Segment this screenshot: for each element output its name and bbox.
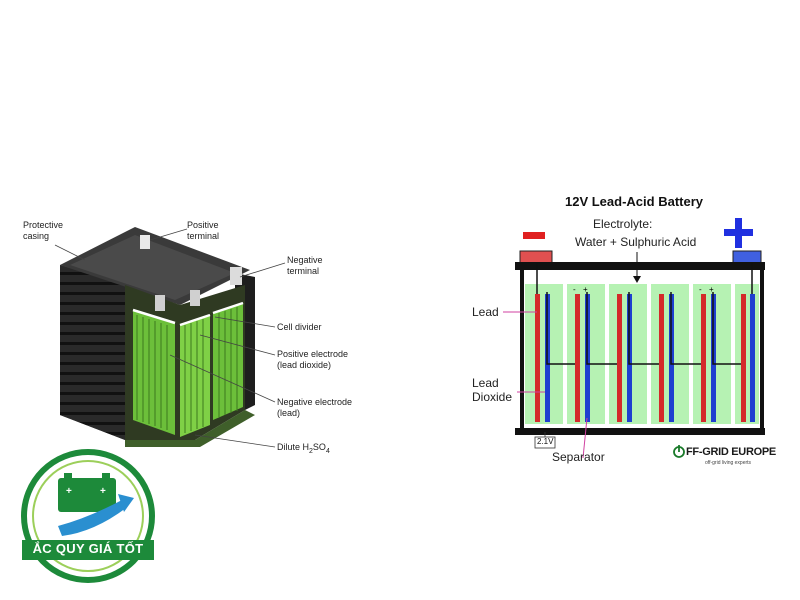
cell-voltage-label: 2.1V: [537, 437, 554, 446]
electrode-plates: [132, 301, 244, 437]
dilute-acid-sub1: 2: [309, 447, 313, 455]
lead-acid-schematic: 12V Lead-Acid Battery Electrolyte: Water…: [465, 188, 785, 478]
electrolyte-label-line2: Water + Sulphuric Acid: [575, 235, 697, 249]
negative-electrode-label: Negative electrode (lead): [277, 397, 352, 419]
minus-symbol: [523, 232, 545, 239]
battery-icon: [58, 478, 116, 512]
cell-divider-label: Cell divider: [277, 322, 322, 332]
dilute-acid-mid: SO: [312, 442, 326, 452]
company-logo: + + ẮC QUY GIÁ TỐT: [18, 448, 158, 588]
positive-electrode-label: Positive electrode (lead dioxide): [277, 349, 348, 371]
lead-dioxide-label: Lead Dioxide: [472, 376, 512, 404]
cell-minus-1: -: [573, 285, 576, 294]
protective-casing-label-line1: Protective: [23, 220, 64, 230]
brand-name: FF-GRID EUROPE: [686, 446, 776, 458]
lead-dioxide-label-line1: Lead: [472, 376, 499, 390]
negative-terminal-label-line1: Negative: [287, 255, 323, 265]
positive-terminal-label-line2: terminal: [187, 231, 220, 241]
protective-casing-label-line2: casing: [23, 231, 50, 241]
lead-label: Lead: [472, 305, 499, 319]
logo-text: ẮC QUY GIÁ TỐT: [32, 541, 144, 556]
swoosh-icon: [58, 500, 126, 536]
logo-emblem: + +: [21, 449, 155, 583]
separator-label: Separator: [552, 450, 605, 464]
brand-tagline: off-grid living experts: [705, 460, 752, 466]
cell-minus-2: -: [699, 285, 702, 294]
dilute-acid-prefix: Dilute H: [277, 442, 310, 452]
positive-terminal-label: Positive terminal: [187, 220, 219, 242]
positive-terminal: [732, 250, 762, 264]
protective-casing-label: Protective casing: [23, 220, 63, 242]
lead-dioxide-label-line2: Dioxide: [472, 390, 513, 404]
positive-electrode-label-line2: (lead dioxide): [277, 360, 332, 370]
positive-electrode-label-line1: Positive electrode: [277, 349, 349, 359]
svg-text:+: +: [66, 486, 72, 497]
negative-terminal-label: Negative terminal: [287, 255, 323, 277]
positive-terminal-label-line1: Positive: [187, 220, 219, 230]
schematic-title: 12V Lead-Acid Battery: [565, 194, 703, 209]
cell-plus-2: +: [709, 285, 714, 294]
battery-cutaway-diagram: Protective casing Positive terminal Nega…: [15, 215, 365, 465]
dilute-acid-sub2: 4: [325, 447, 330, 455]
negative-terminal-label-line2: terminal: [287, 266, 320, 276]
cell-plus-1: +: [583, 285, 588, 294]
battery-cutaway-illustration: [54, 227, 286, 448]
negative-terminal: [519, 250, 553, 264]
svg-text:+: +: [100, 486, 106, 497]
electrolyte-label-line1: Electrolyte:: [593, 217, 653, 231]
negative-electrode-label-line1: Negative electrode: [277, 397, 353, 407]
negative-electrode-label-line2: (lead): [277, 408, 301, 418]
cell-compartments: [525, 280, 759, 428]
dilute-acid-label: Dilute H2SO4: [277, 442, 330, 457]
schematic-drawing: [503, 218, 765, 459]
